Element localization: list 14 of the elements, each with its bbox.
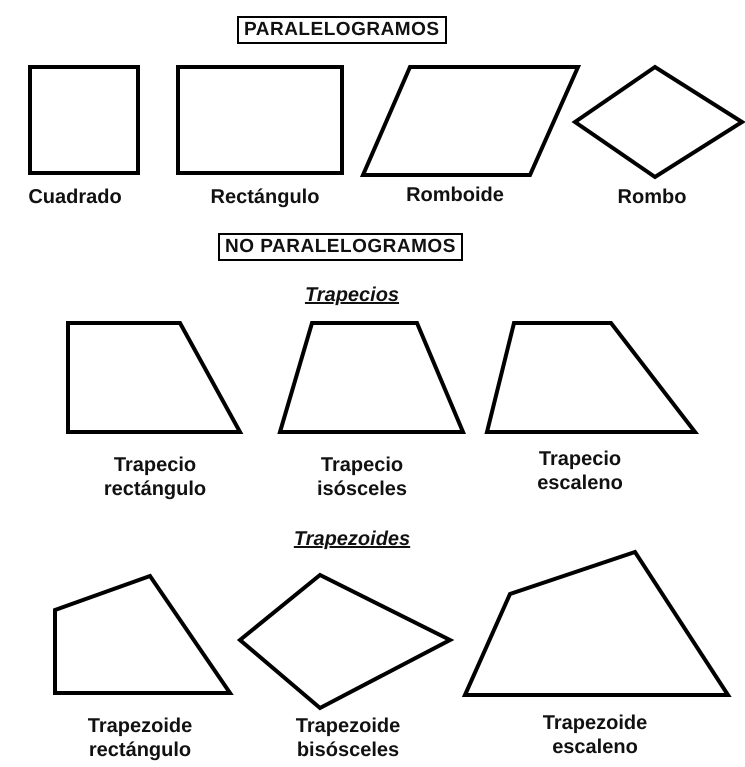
shape-label: Rombo [616,185,688,209]
shape-label: Trapecio rectángulo [102,453,208,501]
section-heading: NO PARALELOGRAMOS [218,233,463,261]
shape-label: Romboide [405,183,505,207]
shape-label: Cuadrado [27,185,123,209]
shape-label: Rectángulo [210,185,320,209]
shape-label: Trapezoide escaleno [542,711,648,759]
shape-label: Trapecio isósceles [316,453,408,501]
section-heading: PARALELOGRAMOS [237,16,447,44]
shape-label: Trapezoide rectángulo [86,714,194,762]
subsection-heading: Trapezoides [294,528,410,551]
shape-label: Trapezoide bisósceles [294,714,402,762]
shape-label: Trapecio escaleno [536,447,624,495]
subsection-heading: Trapecios [304,284,400,307]
